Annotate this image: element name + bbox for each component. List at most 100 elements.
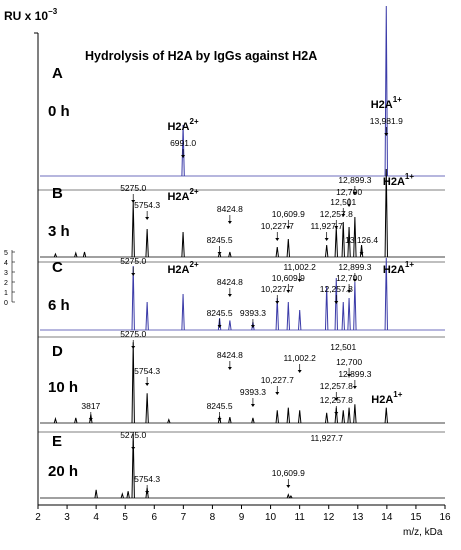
spectrum-trace-c	[40, 257, 445, 331]
peak	[347, 297, 351, 331]
panel-time: 10 h	[48, 379, 78, 396]
ion-label: H2A1+	[383, 260, 414, 276]
peak-mass-label: 11,927.7	[310, 221, 343, 231]
label-text: 12,700	[336, 187, 362, 197]
label-arrowhead	[384, 133, 389, 136]
label-arrowhead	[217, 325, 222, 328]
peak	[347, 407, 351, 424]
x-tick-label: 12	[323, 512, 335, 523]
peak-mass-label: 5275.0	[120, 430, 146, 440]
peak-mass-label: 12,899.3	[338, 369, 371, 379]
label-text: 8424.8	[217, 277, 243, 287]
label-text: 8245.5	[207, 308, 233, 318]
peak	[74, 417, 78, 424]
peak-mass-label: 10,227.7	[261, 284, 294, 294]
peak	[74, 251, 78, 258]
x-tick-label: 13	[352, 512, 364, 523]
peak-mass-label: 10,609.9	[272, 209, 305, 219]
peak	[298, 309, 302, 331]
label-text: H2A	[167, 264, 189, 276]
peak-mass-label: 8245.5	[207, 235, 233, 245]
label-arrowhead	[286, 485, 291, 488]
label-text: 13,126.4	[345, 235, 378, 245]
inset-tick-label: 3	[4, 270, 8, 277]
label-text: 5275.0	[120, 430, 146, 440]
label-arrowhead	[217, 252, 222, 255]
peak	[181, 231, 185, 258]
peak	[324, 412, 329, 424]
x-tick-label: 2	[35, 512, 41, 523]
label-text: 12,257.8	[320, 381, 353, 391]
peak	[353, 216, 357, 258]
peak	[353, 404, 357, 424]
peak	[126, 491, 130, 499]
peak-mass-label: 12,501	[330, 342, 356, 352]
label-arrowhead	[250, 404, 255, 407]
ion-label: H2A1+	[371, 390, 402, 406]
label-text: 6991.0	[170, 138, 196, 148]
peak	[145, 228, 149, 258]
label-arrowhead	[347, 290, 352, 293]
label-arrowhead	[227, 221, 232, 224]
peak	[286, 238, 291, 258]
label-superscript: 1+	[393, 390, 402, 399]
ion-label: H2A2+	[167, 260, 198, 276]
panel-b: B3 h5275.05754.3H2A2+8424.88245.510,227.…	[40, 168, 445, 258]
label-arrowhead	[341, 214, 346, 217]
label-text: 12,257.8	[320, 395, 353, 405]
peak-mass-label: 9393.3	[240, 308, 266, 318]
label-text: 10,227.7	[261, 284, 294, 294]
peak	[275, 410, 279, 424]
peak-mass-label: 5754.3	[134, 474, 160, 484]
x-tick-label: 5	[122, 512, 128, 523]
peak	[131, 433, 135, 499]
label-arrowhead	[145, 217, 150, 220]
label-text: 5754.3	[134, 474, 160, 484]
peak-mass-label: 12,899.3	[338, 262, 371, 272]
label-text: 3817	[81, 401, 100, 411]
label-text: H2A	[167, 121, 189, 133]
peak	[341, 410, 345, 424]
label-arrowhead	[347, 374, 352, 377]
x-tick-label: 3	[64, 512, 70, 523]
peak	[353, 281, 357, 331]
label-superscript: 2+	[190, 187, 199, 196]
label-text: 13,981.9	[370, 116, 403, 126]
spectrum-trace-e	[40, 433, 445, 499]
label-arrowhead	[334, 398, 339, 401]
panel-d: D10 h5275.05754.338178424.88245.59393.31…	[40, 329, 445, 443]
peak	[384, 257, 388, 331]
x-tick-label: 14	[381, 512, 393, 523]
peak	[82, 251, 87, 258]
peak	[341, 301, 345, 331]
peak-mass-label: 8424.8	[217, 350, 243, 360]
peak-mass-label: 8424.8	[217, 277, 243, 287]
peak	[384, 5, 388, 177]
peak	[120, 492, 124, 499]
spectrum-trace-a	[40, 5, 445, 177]
panel-letter: E	[52, 433, 62, 450]
y-axis-label-exponent: −3	[48, 7, 58, 16]
panel-time: 20 h	[48, 463, 78, 480]
label-text: 10,227.7	[261, 375, 294, 385]
panel-letter: D	[52, 343, 63, 360]
panel-letter: A	[52, 65, 63, 82]
inset-tick-label: 5	[4, 250, 8, 257]
ion-label: H2A2+	[167, 117, 198, 133]
peak-mass-label: 12,257.8	[320, 381, 353, 391]
peak-mass-label: 9393.3	[240, 387, 266, 397]
label-text: 12,257.8	[320, 284, 353, 294]
label-text: 5754.3	[134, 200, 160, 210]
label-text: 12,257.8	[320, 209, 353, 219]
peak	[347, 226, 351, 258]
inset-tick-label: 1	[4, 290, 8, 297]
label-arrowhead	[334, 412, 339, 415]
label-text: 9393.3	[240, 387, 266, 397]
panel-letter: B	[52, 185, 63, 202]
peak	[298, 410, 302, 424]
peak	[145, 393, 149, 424]
label-text: 11,002.2	[283, 262, 316, 272]
label-text: 9393.3	[240, 308, 266, 318]
